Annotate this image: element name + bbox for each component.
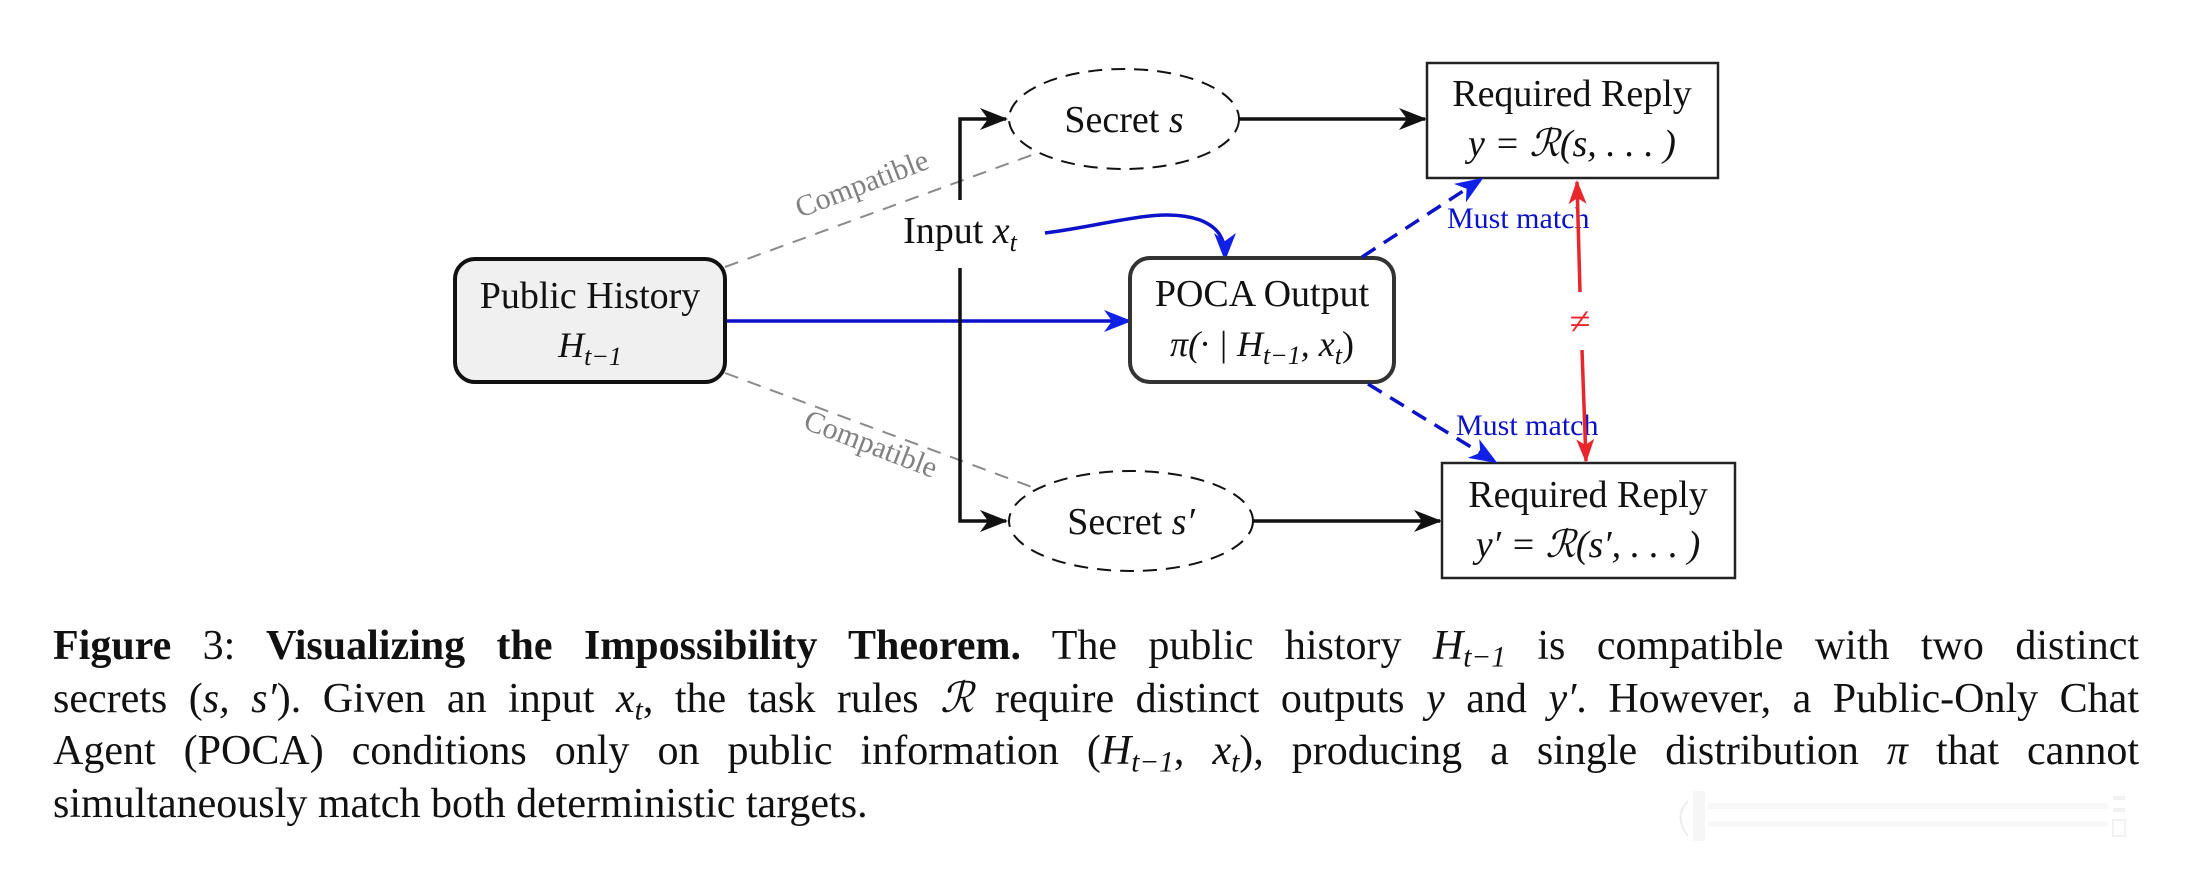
- compatible-label-bottom: Compatible: [799, 404, 942, 485]
- compatible-edge-bottom: [724, 372, 1041, 491]
- not-equal-edge-up: [1568, 180, 1587, 293]
- required-reply-top-title: Required Reply: [1452, 73, 1692, 115]
- impossibility-diagram: Compatible Compatible Public History Ht−…: [453, 61, 1737, 580]
- required-reply-top-math: y = ℛ(s, . . . ): [1464, 123, 1676, 165]
- input-branch-down-edge: [958, 268, 1008, 532]
- must-match-edge-top: [1361, 177, 1484, 259]
- compatible-edge-top: [724, 151, 1041, 268]
- input-label: Input xt: [903, 210, 1018, 257]
- caption-line-1: Figure 3: Visualizing the Impossibility …: [53, 623, 2140, 674]
- watermark-graphic: [1679, 791, 2126, 841]
- public-history-title: Public History: [480, 275, 701, 317]
- secret-s-prime-label: Secret s′: [1067, 501, 1195, 543]
- poca-output-title: POCA Output: [1155, 273, 1370, 315]
- secret-s-label: Secret s: [1064, 99, 1183, 141]
- must-match-label-top: Must match: [1447, 202, 1590, 235]
- public-history-math: Ht−1: [557, 325, 622, 371]
- required-reply-bottom-title: Required Reply: [1468, 474, 1708, 516]
- caption-figure-label: Figure 3: Visualizing the Impossibility …: [53, 623, 1022, 669]
- figure-caption: Figure 3: Visualizing the Impossibility …: [53, 620, 2139, 830]
- not-equal-symbol: ≠: [1570, 301, 1591, 343]
- caption-line-2: secrets (s, s′). Given an input xt, the …: [53, 675, 2139, 726]
- not-equal-edge-down: [1576, 349, 1595, 463]
- required-reply-bottom-node: [1440, 461, 1737, 580]
- must-match-label-bottom: Must match: [1456, 409, 1599, 442]
- required-reply-bottom-math: y′ = ℛ(s′, . . . ): [1472, 524, 1701, 566]
- public-history-node: [453, 257, 727, 384]
- input-to-poca-edge: [1044, 213, 1236, 261]
- caption-line-3: Agent (POCA) conditions only on public i…: [53, 728, 2139, 779]
- caption-line-4: simultaneously match both deterministic …: [53, 780, 868, 827]
- required-reply-top-node: [1425, 61, 1720, 180]
- poca-output-node: [1128, 256, 1396, 384]
- input-branch-up-edge: [958, 108, 1008, 200]
- poca-output-math: π(· | Ht−1, xt): [1170, 324, 1354, 370]
